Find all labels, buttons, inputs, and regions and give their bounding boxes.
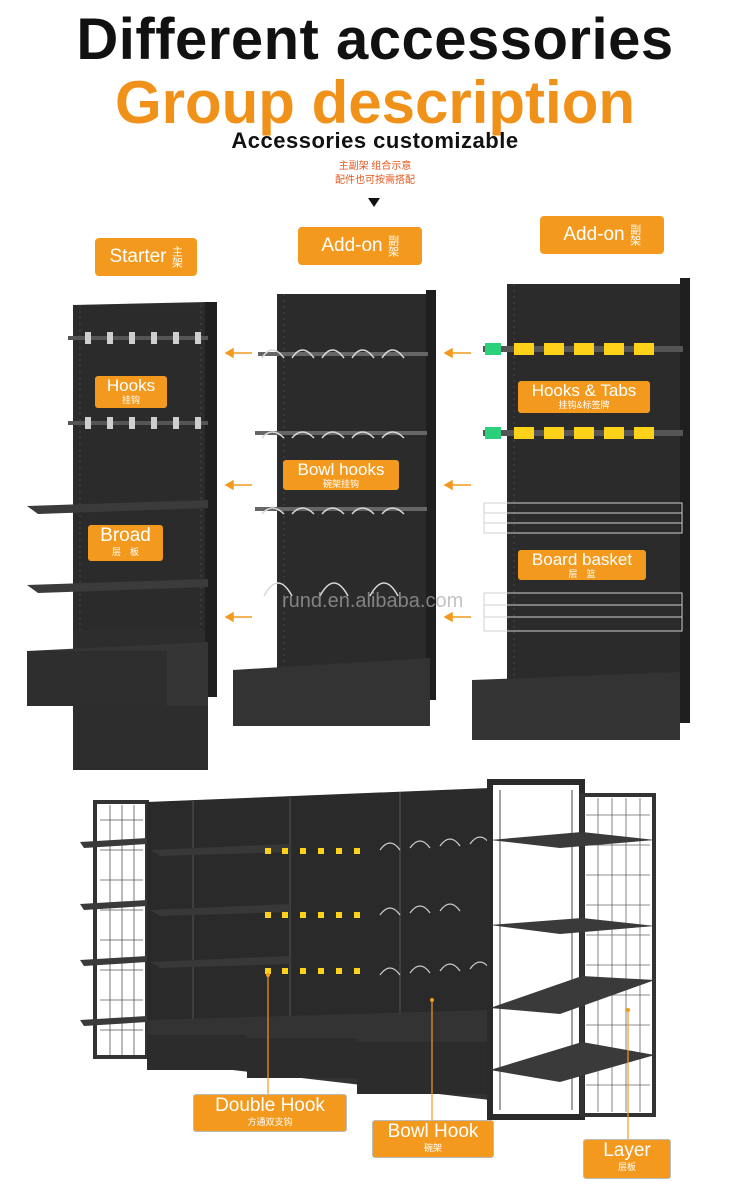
tag-addon-2: Add-on 副架 xyxy=(540,216,664,254)
label-bowl-hook: Bowl Hook 碗架 xyxy=(372,1120,494,1158)
label-layer: Layer 层板 xyxy=(583,1139,671,1179)
label-double-hook: Double Hook 方通双支钩 xyxy=(193,1094,347,1132)
down-arrow-icon xyxy=(368,198,380,207)
label-hooks-cn: 挂钩 xyxy=(121,395,140,405)
tagline: Accessories customizable xyxy=(231,128,519,153)
label-layer-en: Layer xyxy=(603,1140,651,1161)
page-subtitle: Group description xyxy=(114,69,636,136)
addon-rack-2 xyxy=(472,278,690,740)
label-layer-cn: 层板 xyxy=(617,1162,636,1172)
rack-illustration-bottom xyxy=(80,779,656,1140)
label-board-basket: Board basket 层 篮 xyxy=(518,550,646,580)
label-hooks-tabs: Hooks & Tabs 挂钩&标签牌 xyxy=(518,381,650,413)
label-bowl-hooks-cn: 碗架挂钩 xyxy=(322,479,359,489)
page-title: Different accessories xyxy=(76,7,674,72)
tag-starter-label: Starter xyxy=(109,246,167,267)
label-broad-en: Broad xyxy=(100,525,151,546)
label-bowl-hook-en: Bowl Hook xyxy=(387,1121,479,1142)
tag-addon-1-label: Add-on xyxy=(321,235,383,256)
label-bowl-hooks-en: Bowl hooks xyxy=(297,460,385,479)
label-broad: Broad 层 板 xyxy=(88,525,163,561)
tag-starter-cn: 主架 xyxy=(170,246,183,268)
label-board-basket-en: Board basket xyxy=(531,550,633,569)
cn-caption-2: 配件也可按需搭配 xyxy=(335,175,415,186)
tag-addon-1: Add-on 副架 xyxy=(298,227,422,265)
tag-addon-2-cn: 副架 xyxy=(628,224,641,246)
label-double-hook-cn: 方通双支钩 xyxy=(247,1117,293,1127)
tag-starter: Starter 主架 xyxy=(95,238,197,276)
tag-addon-1-cn: 副架 xyxy=(386,235,399,257)
label-hooks-tabs-en: Hooks & Tabs xyxy=(531,381,637,400)
label-bowl-hook-cn: 碗架 xyxy=(423,1143,442,1153)
addon-rack-1 xyxy=(233,290,436,726)
label-broad-cn: 层 板 xyxy=(111,547,139,557)
label-hooks-tabs-cn: 挂钩&标签牌 xyxy=(558,400,610,410)
watermark: rund.en.alibaba.com xyxy=(282,590,464,612)
label-hooks-en: Hooks xyxy=(106,376,156,395)
label-double-hook-en: Double Hook xyxy=(215,1095,325,1116)
label-board-basket-cn: 层 篮 xyxy=(568,569,596,579)
label-bowl-hooks: Bowl hooks 碗架挂钩 xyxy=(283,460,399,490)
cn-caption-1: 主副架 组合示意 xyxy=(338,161,412,172)
tag-addon-2-label: Add-on xyxy=(563,224,625,245)
rack-illustration-top xyxy=(27,278,690,770)
label-hooks: Hooks 挂钩 xyxy=(95,376,167,408)
